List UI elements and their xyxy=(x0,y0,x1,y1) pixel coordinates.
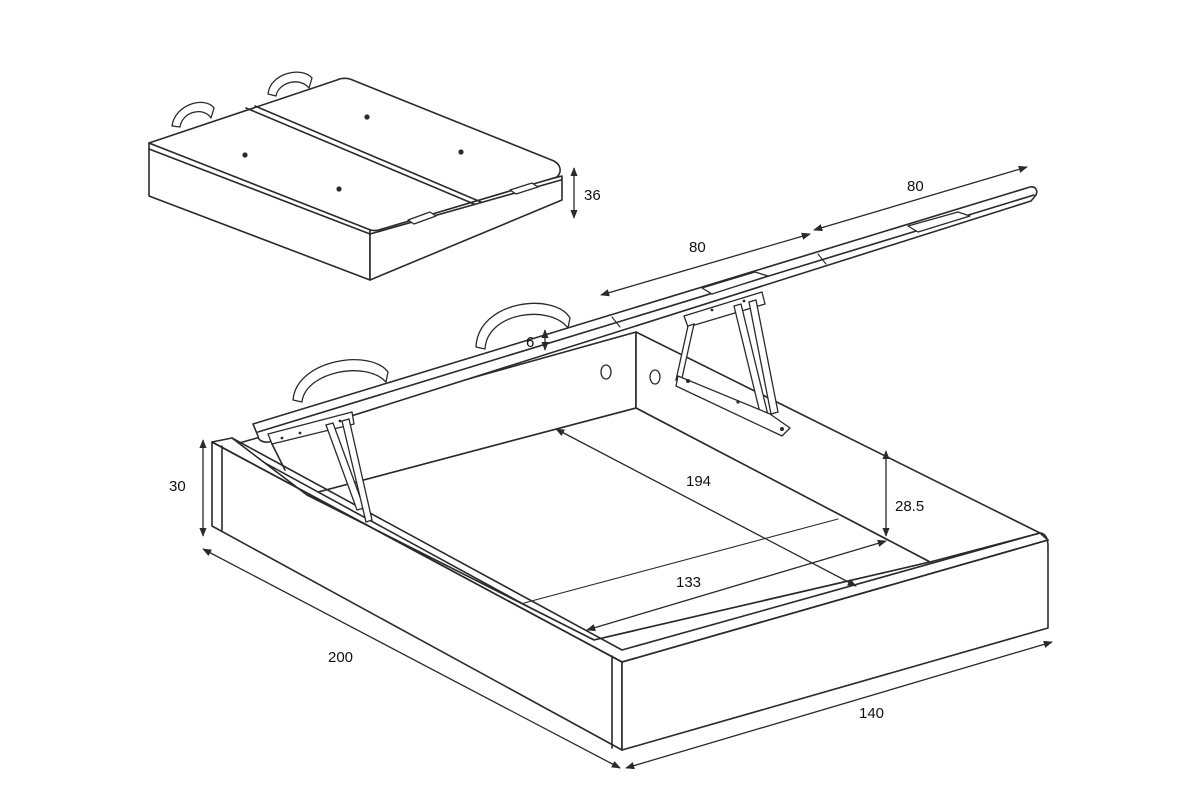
closed-bed-headboard xyxy=(171,71,313,128)
lid-screw-hole xyxy=(336,186,342,192)
bed-height-label: 30 xyxy=(169,478,186,495)
dim-line-outer-length xyxy=(202,548,621,769)
inner-width-label: 133 xyxy=(676,574,701,591)
outer-width-label: 140 xyxy=(859,705,884,722)
lid-screw-hole xyxy=(364,114,370,120)
inner-length-label: 194 xyxy=(686,473,711,490)
vent-hole xyxy=(600,364,612,380)
dim-line-outer-width xyxy=(625,640,1053,770)
top-left-lid-label: 80 xyxy=(689,239,706,256)
outer-length-label: 200 xyxy=(328,649,353,666)
left-gas-strut xyxy=(267,411,373,523)
dimension-labels: 36 80 80 6 30 194 28.5 133 200 140 xyxy=(169,178,924,722)
top-right-lid-label: 80 xyxy=(907,178,924,195)
vent-hole xyxy=(649,369,661,385)
inner-depth-label: 28.5 xyxy=(895,498,924,515)
headboard xyxy=(292,302,571,403)
lid-screw-hole xyxy=(242,152,248,158)
mattress-height-label: 36 xyxy=(584,187,601,204)
dimension-lines xyxy=(199,165,1053,770)
lid-thickness-label: 6 xyxy=(526,334,534,351)
dim-line-top-right-lid xyxy=(813,165,1028,232)
dim-line-inner-width xyxy=(586,539,887,632)
dim-line-top-left-lid xyxy=(600,232,811,297)
lid-screw-hole xyxy=(458,149,464,155)
closed-bed-drawing xyxy=(148,71,563,281)
